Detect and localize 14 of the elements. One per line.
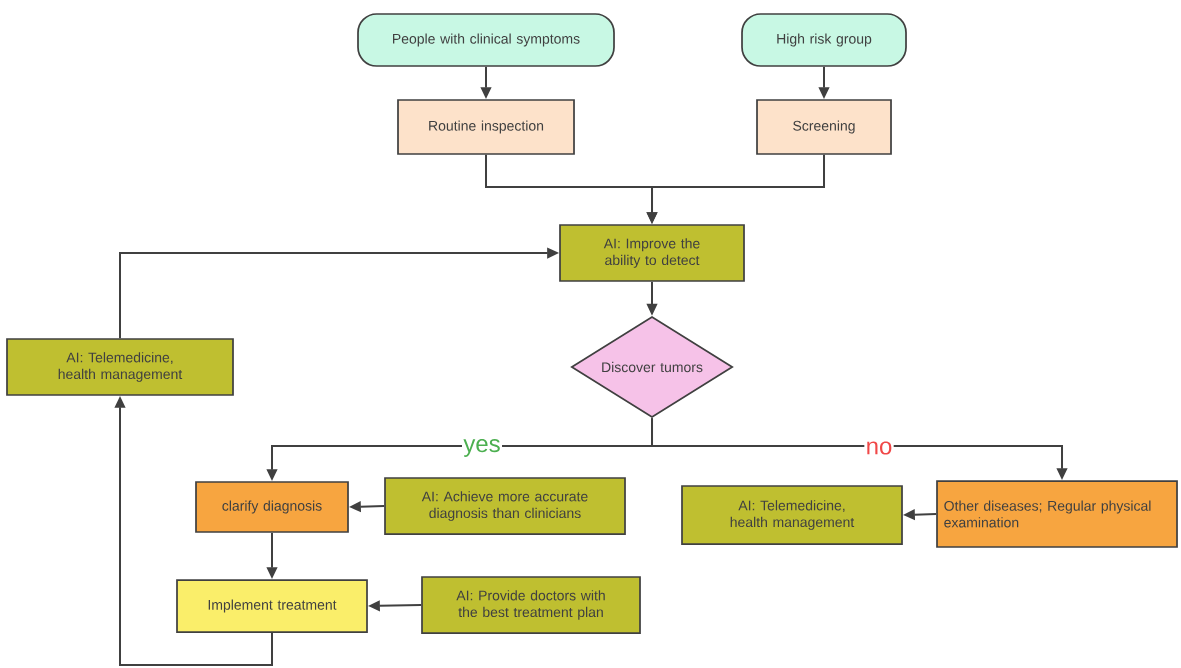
process-box: Implement treatment [176,579,368,633]
process-box: AI: Telemedicine, health management [681,485,903,545]
process-box: Other diseases; Regular physical examination [936,480,1178,548]
process-box: AI: Improve the ability to detect [559,224,745,282]
process-box: AI: Provide doctors with the best treatment plan [421,576,641,634]
edge-label: no [864,440,894,456]
process-box: Routine inspection [397,99,575,155]
process-box: AI: Telemedicine, health management [6,338,234,396]
process-box: AI: Achieve more accurate diagnosis than clinicians [384,477,626,535]
start-terminal: People with clinical symptoms [357,13,615,67]
process-box: Screening [756,99,892,155]
edge-label: yes [462,437,502,459]
process-box: clarify diagnosis [195,481,349,533]
start-terminal: High risk group [741,13,907,67]
